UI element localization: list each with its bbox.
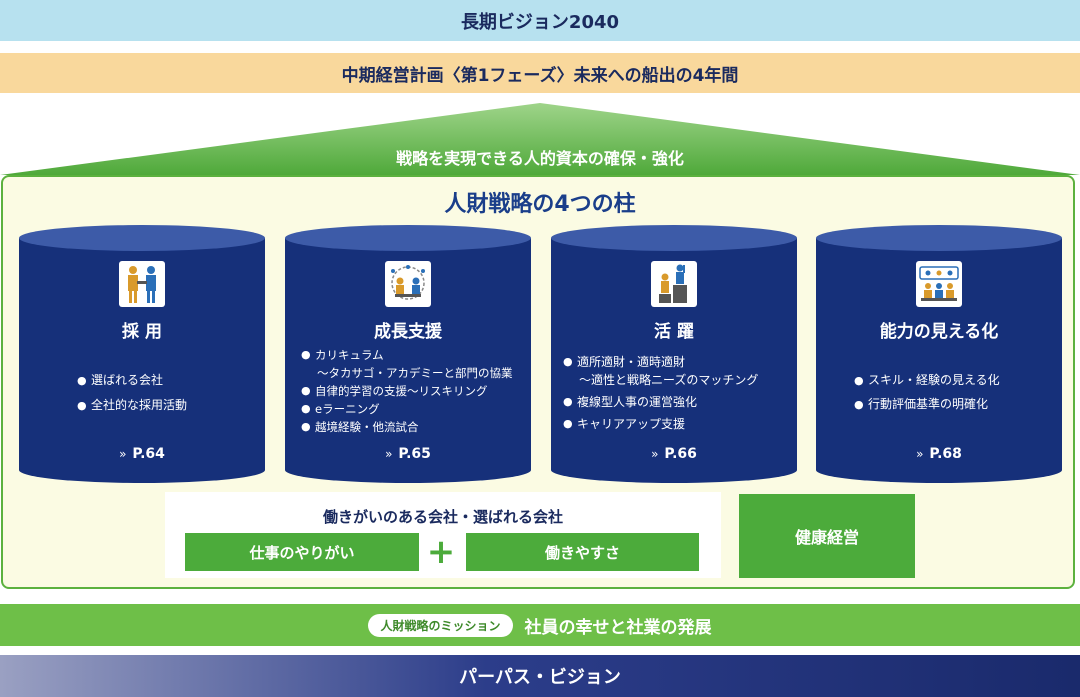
- pillar-cylinder: [816, 225, 1062, 483]
- pillar-title: 採 用: [122, 322, 162, 342]
- mission-text: 社員の幸せと社業の発展: [524, 617, 712, 638]
- pillar-title: 能力の見える化: [879, 322, 999, 342]
- list-item: キャリアアップ支援: [563, 415, 758, 433]
- ease-of-work-label: 働きやすさ: [544, 543, 620, 562]
- skill-visualization-icon: [916, 261, 962, 307]
- job-fulfillment-label: 仕事のやりがい: [249, 543, 355, 562]
- mission-bar: 人財戦略のミッション 社員の幸せと社業の発展: [0, 604, 1080, 646]
- page-number: P.68: [929, 446, 962, 462]
- pillar-skill-visualization: 能力の見える化 スキル・経験の見える化 行動評価基準の明確化 » P.68: [816, 225, 1062, 483]
- plus-icon: +: [426, 532, 456, 572]
- page-link[interactable]: » P.68: [816, 446, 1062, 462]
- list-item: 行動評価基準の明確化: [854, 395, 1000, 414]
- roof-text: 戦略を実現できる人的資本の確保・強化: [396, 149, 684, 168]
- list-item: eラーニング: [301, 400, 513, 418]
- page-link[interactable]: » P.66: [551, 446, 797, 462]
- training-meeting-icon: [385, 261, 431, 307]
- page-link[interactable]: » P.64: [19, 446, 265, 462]
- job-fulfillment-box: 仕事のやりがい: [185, 533, 419, 571]
- plan-title: 中期経営計画〈第1フェーズ〉未来への船出の4年間: [341, 65, 739, 86]
- podium-achievement-icon: [651, 261, 697, 307]
- pillars-title: 人財戦略の4つの柱: [444, 192, 636, 217]
- page-number: P.66: [664, 446, 697, 462]
- page-number: P.64: [132, 446, 165, 462]
- list-item-subtext: 〜適性と戦略ニーズのマッチング: [579, 373, 759, 387]
- roof-triangle: [0, 103, 1080, 175]
- mission-badge: 人財戦略のミッション: [368, 613, 513, 637]
- pillar-items: 適所適財・適時適財〜適性と戦略ニーズのマッチング 複線型人事の運営強化 キャリア…: [563, 353, 758, 433]
- purpose-title: パーパス・ビジョン: [459, 667, 621, 688]
- ease-of-work-box: 働きやすさ: [466, 533, 699, 571]
- pillar-recruitment: 採 用 選ばれる会社 全社的な採用活動 » P.64: [19, 225, 265, 483]
- list-item: 全社的な採用活動: [77, 396, 187, 415]
- plan-bar: 中期経営計画〈第1フェーズ〉未来への船出の4年間: [0, 53, 1080, 93]
- list-item: 適所適財・適時適財〜適性と戦略ニーズのマッチング: [563, 353, 758, 389]
- double-chevron-icon: »: [385, 447, 393, 461]
- pillar-items: 選ばれる会社 全社的な採用活動: [77, 371, 187, 415]
- list-item-subtext: 〜タカサゴ・アカデミーと部門の協業: [317, 366, 513, 380]
- health-management-label: 健康経営: [794, 528, 859, 547]
- pillar-growth-support: 成長支援 カリキュラム〜タカサゴ・アカデミーと部門の協業 自律的学習の支援〜リス…: [285, 225, 531, 483]
- double-chevron-icon: »: [119, 447, 127, 461]
- vision-title: 長期ビジョン2040: [460, 11, 620, 33]
- pillar-items: スキル・経験の見える化 行動評価基準の明確化: [854, 371, 1000, 414]
- list-item: カリキュラム〜タカサゴ・アカデミーと部門の協業: [301, 346, 513, 382]
- purpose-bar: パーパス・ビジョン: [0, 655, 1080, 697]
- list-item-text: カリキュラム: [315, 348, 384, 362]
- double-chevron-icon: »: [651, 447, 659, 461]
- pillar-title: 成長支援: [374, 322, 442, 342]
- list-item-text: 適所適財・適時適財: [577, 355, 686, 369]
- pillar-active-role: 活 躍 適所適財・適時適財〜適性と戦略ニーズのマッチング 複線型人事の運営強化 …: [551, 225, 797, 483]
- list-item: 選ばれる会社: [77, 371, 187, 390]
- list-item: 複線型人事の運営強化: [563, 393, 758, 411]
- page-number: P.65: [398, 446, 431, 462]
- pillar-cylinder: [19, 225, 265, 483]
- pillar-title: 活 躍: [654, 322, 694, 342]
- list-item: 越境経験・他流試合: [301, 418, 513, 436]
- pillar-items: カリキュラム〜タカサゴ・アカデミーと部門の協業 自律的学習の支援〜リスキリング …: [301, 346, 513, 436]
- handshake-icon: [119, 261, 165, 307]
- page-link[interactable]: » P.65: [285, 446, 531, 462]
- list-item: 自律的学習の支援〜リスキリング: [301, 382, 513, 400]
- health-management-box: 健康経営: [739, 494, 915, 578]
- vision-bar: 長期ビジョン2040: [0, 0, 1080, 41]
- double-chevron-icon: »: [916, 447, 924, 461]
- workplace-title: 働きがいのある会社・選ばれる会社: [322, 508, 563, 526]
- list-item: スキル・経験の見える化: [854, 371, 1000, 390]
